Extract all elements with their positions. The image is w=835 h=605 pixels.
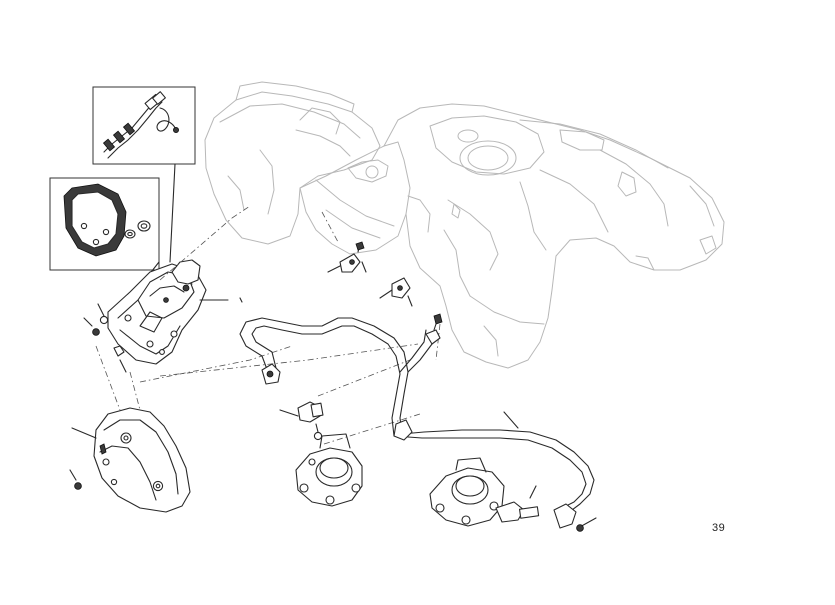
- fuel-hose: [239, 313, 595, 529]
- fuel-tank: [204, 81, 725, 369]
- screws-left: [83, 303, 127, 373]
- lower-cover: [69, 407, 191, 513]
- guide-lines: [95, 205, 441, 445]
- hose-fitting-middle: [279, 401, 324, 441]
- brackets-on-tank: [327, 241, 413, 307]
- filter-housing-right: [429, 457, 597, 532]
- fuel-pump-assembly: [107, 259, 243, 365]
- page-number: 39: [712, 522, 726, 534]
- detail-box-wiring: [92, 86, 196, 165]
- detail-box-gasket: [49, 177, 160, 271]
- leader-line: [169, 163, 176, 263]
- filter-housing-left: [295, 433, 363, 507]
